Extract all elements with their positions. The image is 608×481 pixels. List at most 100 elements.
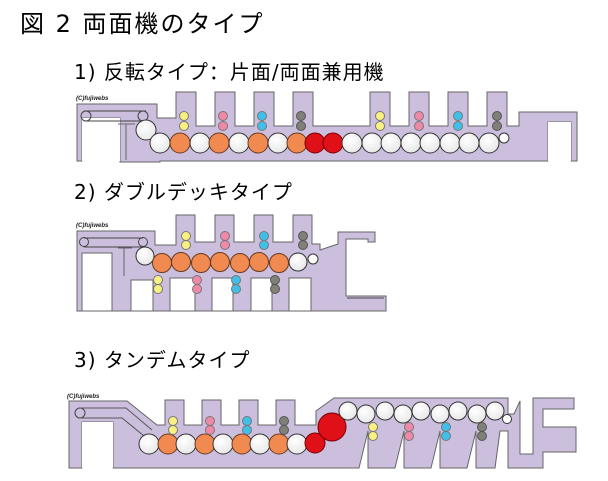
blanket-cylinder <box>249 252 269 272</box>
ink-roller-yellow <box>179 121 189 131</box>
ink-roller-cyan <box>231 284 241 294</box>
ink-roller-cyan <box>231 275 241 285</box>
impression-cylinder <box>419 132 441 154</box>
impression-cylinder <box>249 433 271 455</box>
ink-roller-yellow <box>375 121 385 131</box>
ink-roller-magenta <box>192 275 202 285</box>
transfer-cylinder <box>135 119 157 141</box>
diagram-perfector: (C)fujiwebs <box>76 91 578 163</box>
transfer-cylinder <box>135 246 155 266</box>
cylinder-row <box>135 119 510 154</box>
diagram-tandem: (C)fujiwebs <box>67 394 577 469</box>
ink-roller-magenta <box>218 111 228 121</box>
impression-cylinder <box>380 132 402 154</box>
delivery-cylinder <box>288 252 308 272</box>
ink-roller-cyan <box>242 416 252 426</box>
impression-cylinder <box>361 132 383 154</box>
feed-roller <box>80 110 92 122</box>
ink-roller-magenta <box>220 240 230 250</box>
impression-cylinder <box>175 433 197 455</box>
ink-roller-magenta <box>414 111 424 121</box>
perfecting-cylinder <box>322 132 344 154</box>
ink-roller-magenta <box>218 121 228 131</box>
diagram-double-deck: (C)fujiwebs <box>76 214 387 312</box>
impression-cylinder <box>286 433 308 455</box>
ink-rollers-bottom <box>153 275 280 294</box>
blanket-cylinder <box>247 132 269 154</box>
ink-roller-yellow <box>368 431 378 441</box>
ink-roller-black <box>298 231 308 241</box>
impression-cylinder <box>448 401 468 421</box>
ink-roller-black <box>492 111 502 121</box>
figure-title: 図 2 両面機のタイプ <box>20 10 265 38</box>
ink-roller-yellow <box>168 425 178 435</box>
ink-roller-black <box>492 121 502 131</box>
ink-roller-black <box>296 111 306 121</box>
blanket-cylinder <box>191 253 211 273</box>
blanket-cylinder <box>286 132 308 154</box>
cylinder-row-upper <box>338 401 512 424</box>
ink-roller-cyan <box>259 231 269 241</box>
section-1-label: 1) 反転タイプ：片面/両面兼用機 <box>74 60 385 84</box>
blanket-cylinder <box>269 253 289 273</box>
blanket-cylinder <box>157 433 179 455</box>
ink-roller-magenta <box>404 422 414 432</box>
impression-cylinder <box>411 401 431 421</box>
ink-roller-cyan <box>242 425 252 435</box>
ink-rollers <box>168 416 487 441</box>
ink-roller-magenta <box>205 425 215 435</box>
perfecting-cylinder <box>317 412 347 442</box>
impression-cylinder <box>228 132 250 154</box>
ink-roller-cyan <box>257 111 267 121</box>
copyright-label: (C)fujiwebs <box>76 223 109 229</box>
ink-roller-magenta <box>205 416 215 426</box>
blanket-cylinder <box>208 132 230 154</box>
section-3-label: 3) タンデムタイプ <box>74 348 251 372</box>
ink-roller-cyan <box>453 111 463 121</box>
ink-roller-cyan <box>453 121 463 131</box>
ink-roller-black <box>298 240 308 250</box>
blanket-cylinder <box>230 253 250 273</box>
delivery-roller <box>498 132 510 144</box>
ink-roller-black <box>296 121 306 131</box>
impression-cylinder <box>478 132 500 154</box>
ink-roller-black <box>477 431 487 441</box>
ink-roller-cyan <box>441 422 451 432</box>
blanket-cylinder <box>169 132 191 154</box>
blanket-cylinder <box>268 433 290 455</box>
impression-cylinder <box>439 132 461 154</box>
ink-roller-yellow <box>153 284 163 294</box>
ink-roller-magenta <box>404 431 414 441</box>
cylinder-row <box>135 246 319 273</box>
ink-roller-yellow <box>168 416 178 426</box>
ink-roller-magenta <box>192 284 202 294</box>
blanket-cylinder <box>210 252 230 272</box>
feed-roller <box>138 237 148 247</box>
ink-rollers <box>179 111 502 131</box>
ink-roller-yellow <box>181 231 191 241</box>
ink-roller-magenta <box>414 121 424 131</box>
impression-cylinder <box>189 132 211 154</box>
impression-cylinder <box>341 132 363 154</box>
ink-roller-yellow <box>181 240 191 250</box>
impression-cylinder <box>375 401 395 421</box>
impression-cylinder <box>212 433 234 455</box>
perfecting-cylinder <box>304 132 326 154</box>
impression-cylinder <box>458 132 480 154</box>
ink-roller-yellow <box>153 275 163 285</box>
copyright-label: (C)fujiwebs <box>76 96 109 102</box>
impression-cylinder <box>393 404 413 424</box>
ink-roller-black <box>270 284 280 294</box>
impression-cylinder <box>356 404 376 424</box>
delivery-roller <box>502 414 512 424</box>
blanket-cylinder <box>231 433 253 455</box>
copyright-label: (C)fujiwebs <box>67 394 100 400</box>
impression-cylinder <box>338 401 358 421</box>
ink-roller-black <box>279 425 289 435</box>
ink-roller-yellow <box>368 422 378 432</box>
impression-cylinder <box>267 132 289 154</box>
ink-roller-cyan <box>441 431 451 441</box>
ink-roller-magenta <box>220 231 230 241</box>
ink-roller-cyan <box>259 240 269 250</box>
